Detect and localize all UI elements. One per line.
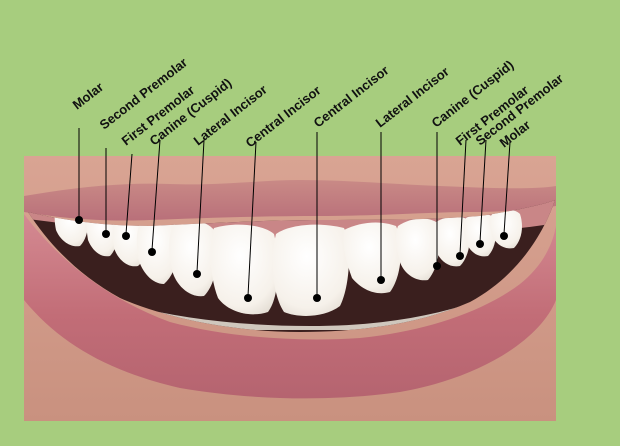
pointer-dot bbox=[102, 230, 110, 238]
pointer-dot bbox=[476, 240, 484, 248]
pointer-dot bbox=[456, 252, 464, 260]
pointer-dot bbox=[148, 248, 156, 256]
pointer-dot bbox=[244, 294, 252, 302]
tooth-central-incisor-left bbox=[273, 225, 349, 316]
pointer-dot bbox=[500, 232, 508, 240]
pointer-dot bbox=[313, 294, 321, 302]
pointer-dot bbox=[377, 276, 385, 284]
pointer-dot bbox=[193, 270, 201, 278]
pointer-dot bbox=[75, 216, 83, 224]
tooth-central-incisor-right bbox=[211, 225, 278, 315]
pointer-dot bbox=[433, 262, 441, 270]
pointer-dot bbox=[122, 232, 130, 240]
